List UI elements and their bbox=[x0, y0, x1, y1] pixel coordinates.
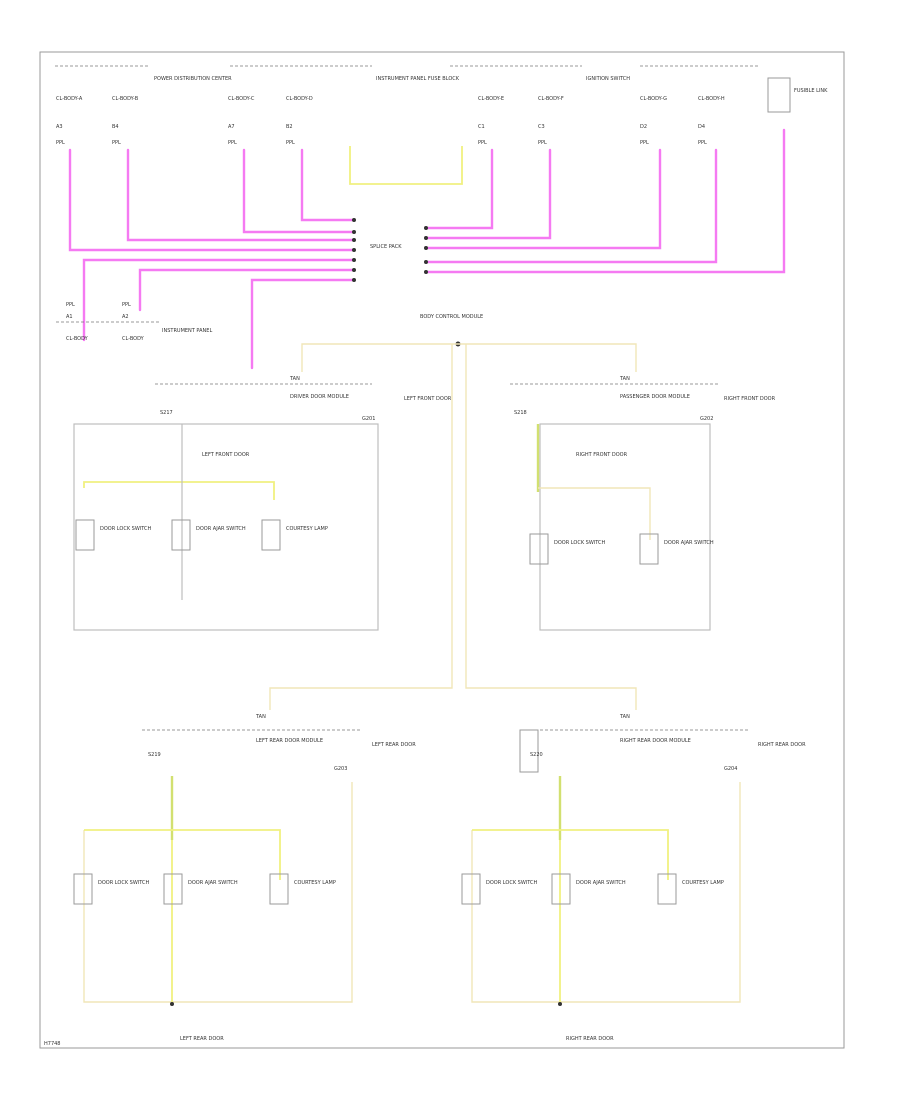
splice-pack: SPLICE PACK bbox=[352, 218, 428, 282]
door-module-rear-left: TAN LEFT REAR DOOR MODULE S219 LEFT REAR… bbox=[73, 714, 416, 1042]
svg-text:A3: A3 bbox=[56, 124, 63, 130]
lower-left-connectors: PPL A1 CL-BODY PPL A2 CL-BODY INSTRUMENT… bbox=[56, 302, 212, 342]
svg-text:DOOR AJAR SWITCH: DOOR AJAR SWITCH bbox=[664, 540, 714, 546]
svg-text:CL-BODY-C: CL-BODY-C bbox=[228, 96, 255, 102]
svg-text:PPL: PPL bbox=[286, 140, 295, 146]
pale-trunk-wires bbox=[269, 343, 637, 710]
svg-text:LEFT FRONT DOOR: LEFT FRONT DOOR bbox=[202, 452, 250, 458]
svg-text:A2: A2 bbox=[122, 314, 129, 320]
svg-text:G202: G202 bbox=[700, 416, 713, 422]
svg-text:DOOR LOCK SWITCH: DOOR LOCK SWITCH bbox=[98, 880, 150, 886]
svg-text:PPL: PPL bbox=[122, 302, 131, 308]
svg-text:DRIVER DOOR MODULE: DRIVER DOOR MODULE bbox=[290, 394, 349, 400]
svg-text:PASSENGER DOOR MODULE: PASSENGER DOOR MODULE bbox=[620, 394, 690, 400]
svg-text:S220: S220 bbox=[530, 752, 543, 758]
svg-text:G204: G204 bbox=[724, 766, 737, 772]
svg-text:TAN: TAN bbox=[289, 376, 300, 382]
svg-text:LEFT REAR DOOR MODULE: LEFT REAR DOOR MODULE bbox=[256, 738, 323, 744]
svg-text:CL-BODY-F: CL-BODY-F bbox=[538, 96, 564, 102]
svg-text:PPL: PPL bbox=[640, 140, 649, 146]
svg-text:CL-BODY-H: CL-BODY-H bbox=[698, 96, 725, 102]
svg-text:RIGHT REAR DOOR: RIGHT REAR DOOR bbox=[758, 742, 806, 748]
svg-text:PPL: PPL bbox=[538, 140, 547, 146]
svg-text:DOOR AJAR SWITCH: DOOR AJAR SWITCH bbox=[188, 880, 238, 886]
svg-text:RIGHT FRONT DOOR: RIGHT FRONT DOOR bbox=[576, 452, 628, 458]
svg-text:CL-BODY-E: CL-BODY-E bbox=[478, 96, 504, 102]
svg-text:PPL: PPL bbox=[478, 140, 487, 146]
yellow-wire-top bbox=[349, 146, 463, 185]
top-desc-3: IGNITION SWITCH bbox=[586, 76, 630, 82]
svg-text:C3: C3 bbox=[538, 124, 545, 130]
top-connector-6: CL-BODY-F C3 PPL bbox=[538, 96, 564, 146]
top-connector-1: CL-BODY-A A3 PPL bbox=[56, 96, 83, 146]
svg-text:COURTESY LAMP: COURTESY LAMP bbox=[294, 880, 336, 886]
svg-text:D4: D4 bbox=[698, 124, 705, 130]
top-desc-4: FUSIBLE LINK bbox=[794, 88, 828, 94]
lower-left-note: INSTRUMENT PANEL bbox=[162, 328, 212, 334]
door-module-front-left: TAN DRIVER DOOR MODULE S217 LEFT FRONT D… bbox=[73, 376, 452, 631]
center-module-label: BODY CONTROL MODULE bbox=[420, 314, 483, 320]
svg-text:CL-BODY-G: CL-BODY-G bbox=[640, 96, 667, 102]
splice-pack-label: SPLICE PACK bbox=[370, 244, 402, 250]
top-connector-4: CL-BODY-D B2 PPL bbox=[286, 96, 313, 146]
top-connector-2: CL-BODY-B B4 PPL bbox=[112, 96, 139, 146]
svg-text:G201: G201 bbox=[362, 416, 375, 422]
svg-text:RIGHT REAR DOOR: RIGHT REAR DOOR bbox=[566, 1036, 614, 1042]
svg-text:G203: G203 bbox=[334, 766, 347, 772]
svg-text:CL-BODY-B: CL-BODY-B bbox=[112, 96, 139, 102]
svg-text:PPL: PPL bbox=[112, 140, 121, 146]
pink-wire-bus bbox=[68, 128, 786, 370]
svg-text:RIGHT REAR DOOR MODULE: RIGHT REAR DOOR MODULE bbox=[620, 738, 691, 744]
top-connector-8: CL-BODY-H D4 PPL bbox=[698, 96, 725, 146]
top-connector-5: CL-BODY-E C1 PPL bbox=[478, 96, 504, 146]
top-desc-1: POWER DISTRIBUTION CENTER bbox=[154, 76, 232, 82]
svg-text:PPL: PPL bbox=[698, 140, 707, 146]
svg-text:COURTESY LAMP: COURTESY LAMP bbox=[682, 880, 724, 886]
svg-text:PPL: PPL bbox=[66, 302, 75, 308]
svg-text:TAN: TAN bbox=[255, 714, 266, 720]
svg-text:DOOR AJAR SWITCH: DOOR AJAR SWITCH bbox=[196, 526, 246, 532]
svg-text:S218: S218 bbox=[514, 410, 527, 416]
footer-code: H7748 bbox=[44, 1041, 60, 1047]
svg-text:LEFT FRONT DOOR: LEFT FRONT DOOR bbox=[404, 396, 452, 402]
svg-text:PPL: PPL bbox=[228, 140, 237, 146]
svg-text:PPL: PPL bbox=[56, 140, 65, 146]
top-section: POWER DISTRIBUTION CENTER INSTRUMENT PAN… bbox=[55, 65, 828, 146]
svg-text:CL-BODY: CL-BODY bbox=[122, 336, 145, 342]
svg-text:RIGHT FRONT DOOR: RIGHT FRONT DOOR bbox=[724, 396, 776, 402]
top-connector-7: CL-BODY-G D2 PPL bbox=[640, 96, 667, 146]
svg-text:LEFT REAR DOOR: LEFT REAR DOOR bbox=[372, 742, 416, 748]
svg-text:TAN: TAN bbox=[619, 376, 630, 382]
svg-text:B4: B4 bbox=[112, 124, 119, 130]
door-module-rear-right: TAN RIGHT REAR DOOR MODULE S220 RIGHT RE… bbox=[461, 714, 806, 1042]
top-desc-2: INSTRUMENT PANEL FUSE BLOCK bbox=[376, 76, 460, 82]
svg-text:CL-BODY-D: CL-BODY-D bbox=[286, 96, 313, 102]
diagram-frame bbox=[39, 51, 845, 1049]
svg-text:CL-BODY: CL-BODY bbox=[66, 336, 89, 342]
svg-text:LEFT REAR DOOR: LEFT REAR DOOR bbox=[180, 1036, 224, 1042]
door-module-front-right: TAN PASSENGER DOOR MODULE S218 RIGHT FRO… bbox=[510, 376, 776, 631]
svg-text:B2: B2 bbox=[286, 124, 293, 130]
svg-text:D2: D2 bbox=[640, 124, 647, 130]
svg-text:A7: A7 bbox=[228, 124, 235, 130]
svg-text:C1: C1 bbox=[478, 124, 485, 130]
top-connector-3: CL-BODY-C A7 PPL bbox=[228, 96, 255, 146]
svg-text:COURTESY LAMP: COURTESY LAMP bbox=[286, 526, 328, 532]
svg-text:S219: S219 bbox=[148, 752, 161, 758]
svg-text:CL-BODY-A: CL-BODY-A bbox=[56, 96, 83, 102]
svg-text:DOOR AJAR SWITCH: DOOR AJAR SWITCH bbox=[576, 880, 626, 886]
svg-text:DOOR LOCK SWITCH: DOOR LOCK SWITCH bbox=[100, 526, 152, 532]
body-control-module: BODY CONTROL MODULE bbox=[420, 314, 483, 347]
svg-text:DOOR LOCK SWITCH: DOOR LOCK SWITCH bbox=[486, 880, 538, 886]
svg-text:A1: A1 bbox=[66, 314, 73, 320]
svg-text:S217: S217 bbox=[160, 410, 173, 416]
svg-text:TAN: TAN bbox=[619, 714, 630, 720]
svg-text:DOOR LOCK SWITCH: DOOR LOCK SWITCH bbox=[554, 540, 606, 546]
